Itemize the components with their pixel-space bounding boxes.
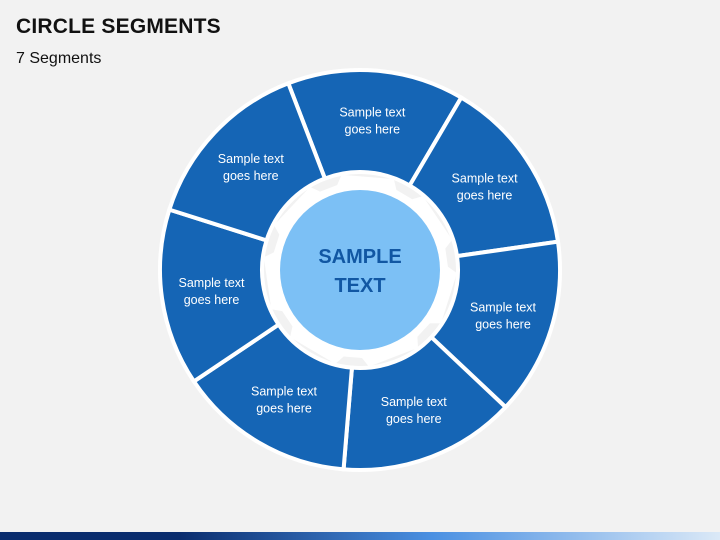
circle-segment-1 — [285, 68, 465, 189]
circle-segment-6 — [158, 207, 282, 385]
segment-label-3: Sample text goes here — [470, 300, 537, 331]
circle-segment-5 — [191, 321, 355, 472]
segment-label-line1: Sample text — [452, 171, 519, 185]
segment-label-line1: Sample text — [251, 384, 318, 398]
bottom-accent-bar — [0, 532, 720, 540]
segment-label-line1: Sample text — [218, 152, 285, 166]
circle-segment-7 — [166, 80, 328, 243]
circle-segment-4 — [341, 334, 509, 472]
segment-label-1: Sample text goes here — [339, 106, 406, 137]
segment-label-line2: goes here — [345, 123, 401, 137]
segment-label-5: Sample text goes here — [251, 384, 318, 415]
segment-label-line2: goes here — [184, 293, 240, 307]
slide-title: CIRCLE SEGMENTS — [16, 15, 221, 38]
segment-label-line2: goes here — [475, 317, 531, 331]
segment-label-line1: Sample text — [179, 276, 246, 290]
segment-label-line1: Sample text — [470, 300, 537, 314]
segment-ring — [158, 68, 562, 472]
slide-subtitle: 7 Segments — [16, 50, 102, 67]
segment-label-line2: goes here — [256, 401, 312, 415]
segment-label-2: Sample text goes here — [452, 171, 519, 202]
segment-label-line1: Sample text — [381, 395, 448, 409]
center-circle — [280, 190, 440, 350]
center-text-line1: SAMPLE — [318, 246, 401, 268]
segment-label-line2: goes here — [223, 169, 279, 183]
segment-label-line2: goes here — [457, 188, 513, 202]
circle-segment-2 — [406, 94, 561, 259]
segment-label-line1: Sample text — [339, 106, 406, 120]
segment-label-7: Sample text goes here — [218, 152, 285, 183]
center-text-line2: TEXT — [334, 275, 385, 297]
segment-label-4: Sample text goes here — [381, 395, 448, 426]
segment-label-line2: goes here — [386, 412, 442, 426]
segment-label-6: Sample text goes here — [179, 276, 246, 307]
